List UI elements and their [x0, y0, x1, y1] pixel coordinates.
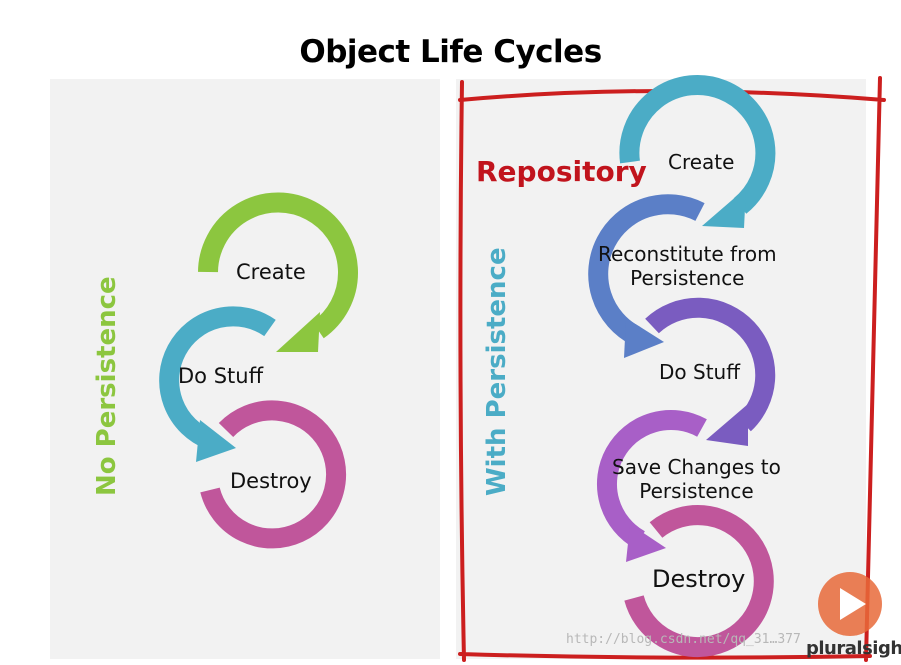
create-arrowhead-right: [702, 188, 746, 228]
no-persistence-panel: [50, 79, 440, 659]
with-persistence-panel: [456, 79, 866, 659]
reconstitute-arc: [588, 194, 705, 345]
destroy-ring-right: [624, 505, 774, 658]
right-reconstitute-label: Reconstitute from Persistence: [598, 242, 777, 290]
create-arc-right: [619, 75, 776, 214]
right-destroy-label: Destroy: [652, 565, 746, 593]
no-persistence-label: No Persistence: [92, 276, 122, 496]
right-save-changes-label: Save Changes to Persistence: [612, 455, 781, 503]
right-create-label: Create: [668, 150, 735, 174]
create-arc: [198, 192, 358, 339]
do-stuff-arc-right: [645, 297, 776, 432]
do-stuff-arrowhead: [196, 420, 236, 462]
left-do-stuff-label: Do Stuff: [178, 364, 264, 388]
destroy-ring: [200, 400, 347, 549]
play-triangle-icon: [840, 588, 866, 620]
reconstitute-arrowhead: [624, 318, 664, 358]
page-title: Object Life Cycles: [299, 34, 602, 70]
left-destroy-label: Destroy: [230, 469, 312, 493]
do-stuff-arc: [159, 306, 276, 450]
save-changes-arrowhead: [626, 524, 666, 562]
do-stuff-arrowhead-right: [706, 404, 748, 446]
right-do-stuff-label: Do Stuff: [659, 360, 740, 384]
watermark-url: http://blog.csdn.net/qq_31…377: [566, 632, 801, 647]
with-persistence-label: With Persistence: [482, 247, 512, 496]
repository-label: Repository: [476, 155, 647, 188]
pluralsight-brand: pluralsight: [806, 638, 901, 659]
save-changes-arc: [597, 410, 707, 549]
create-arrowhead: [276, 312, 320, 352]
left-create-label: Create: [236, 260, 306, 284]
